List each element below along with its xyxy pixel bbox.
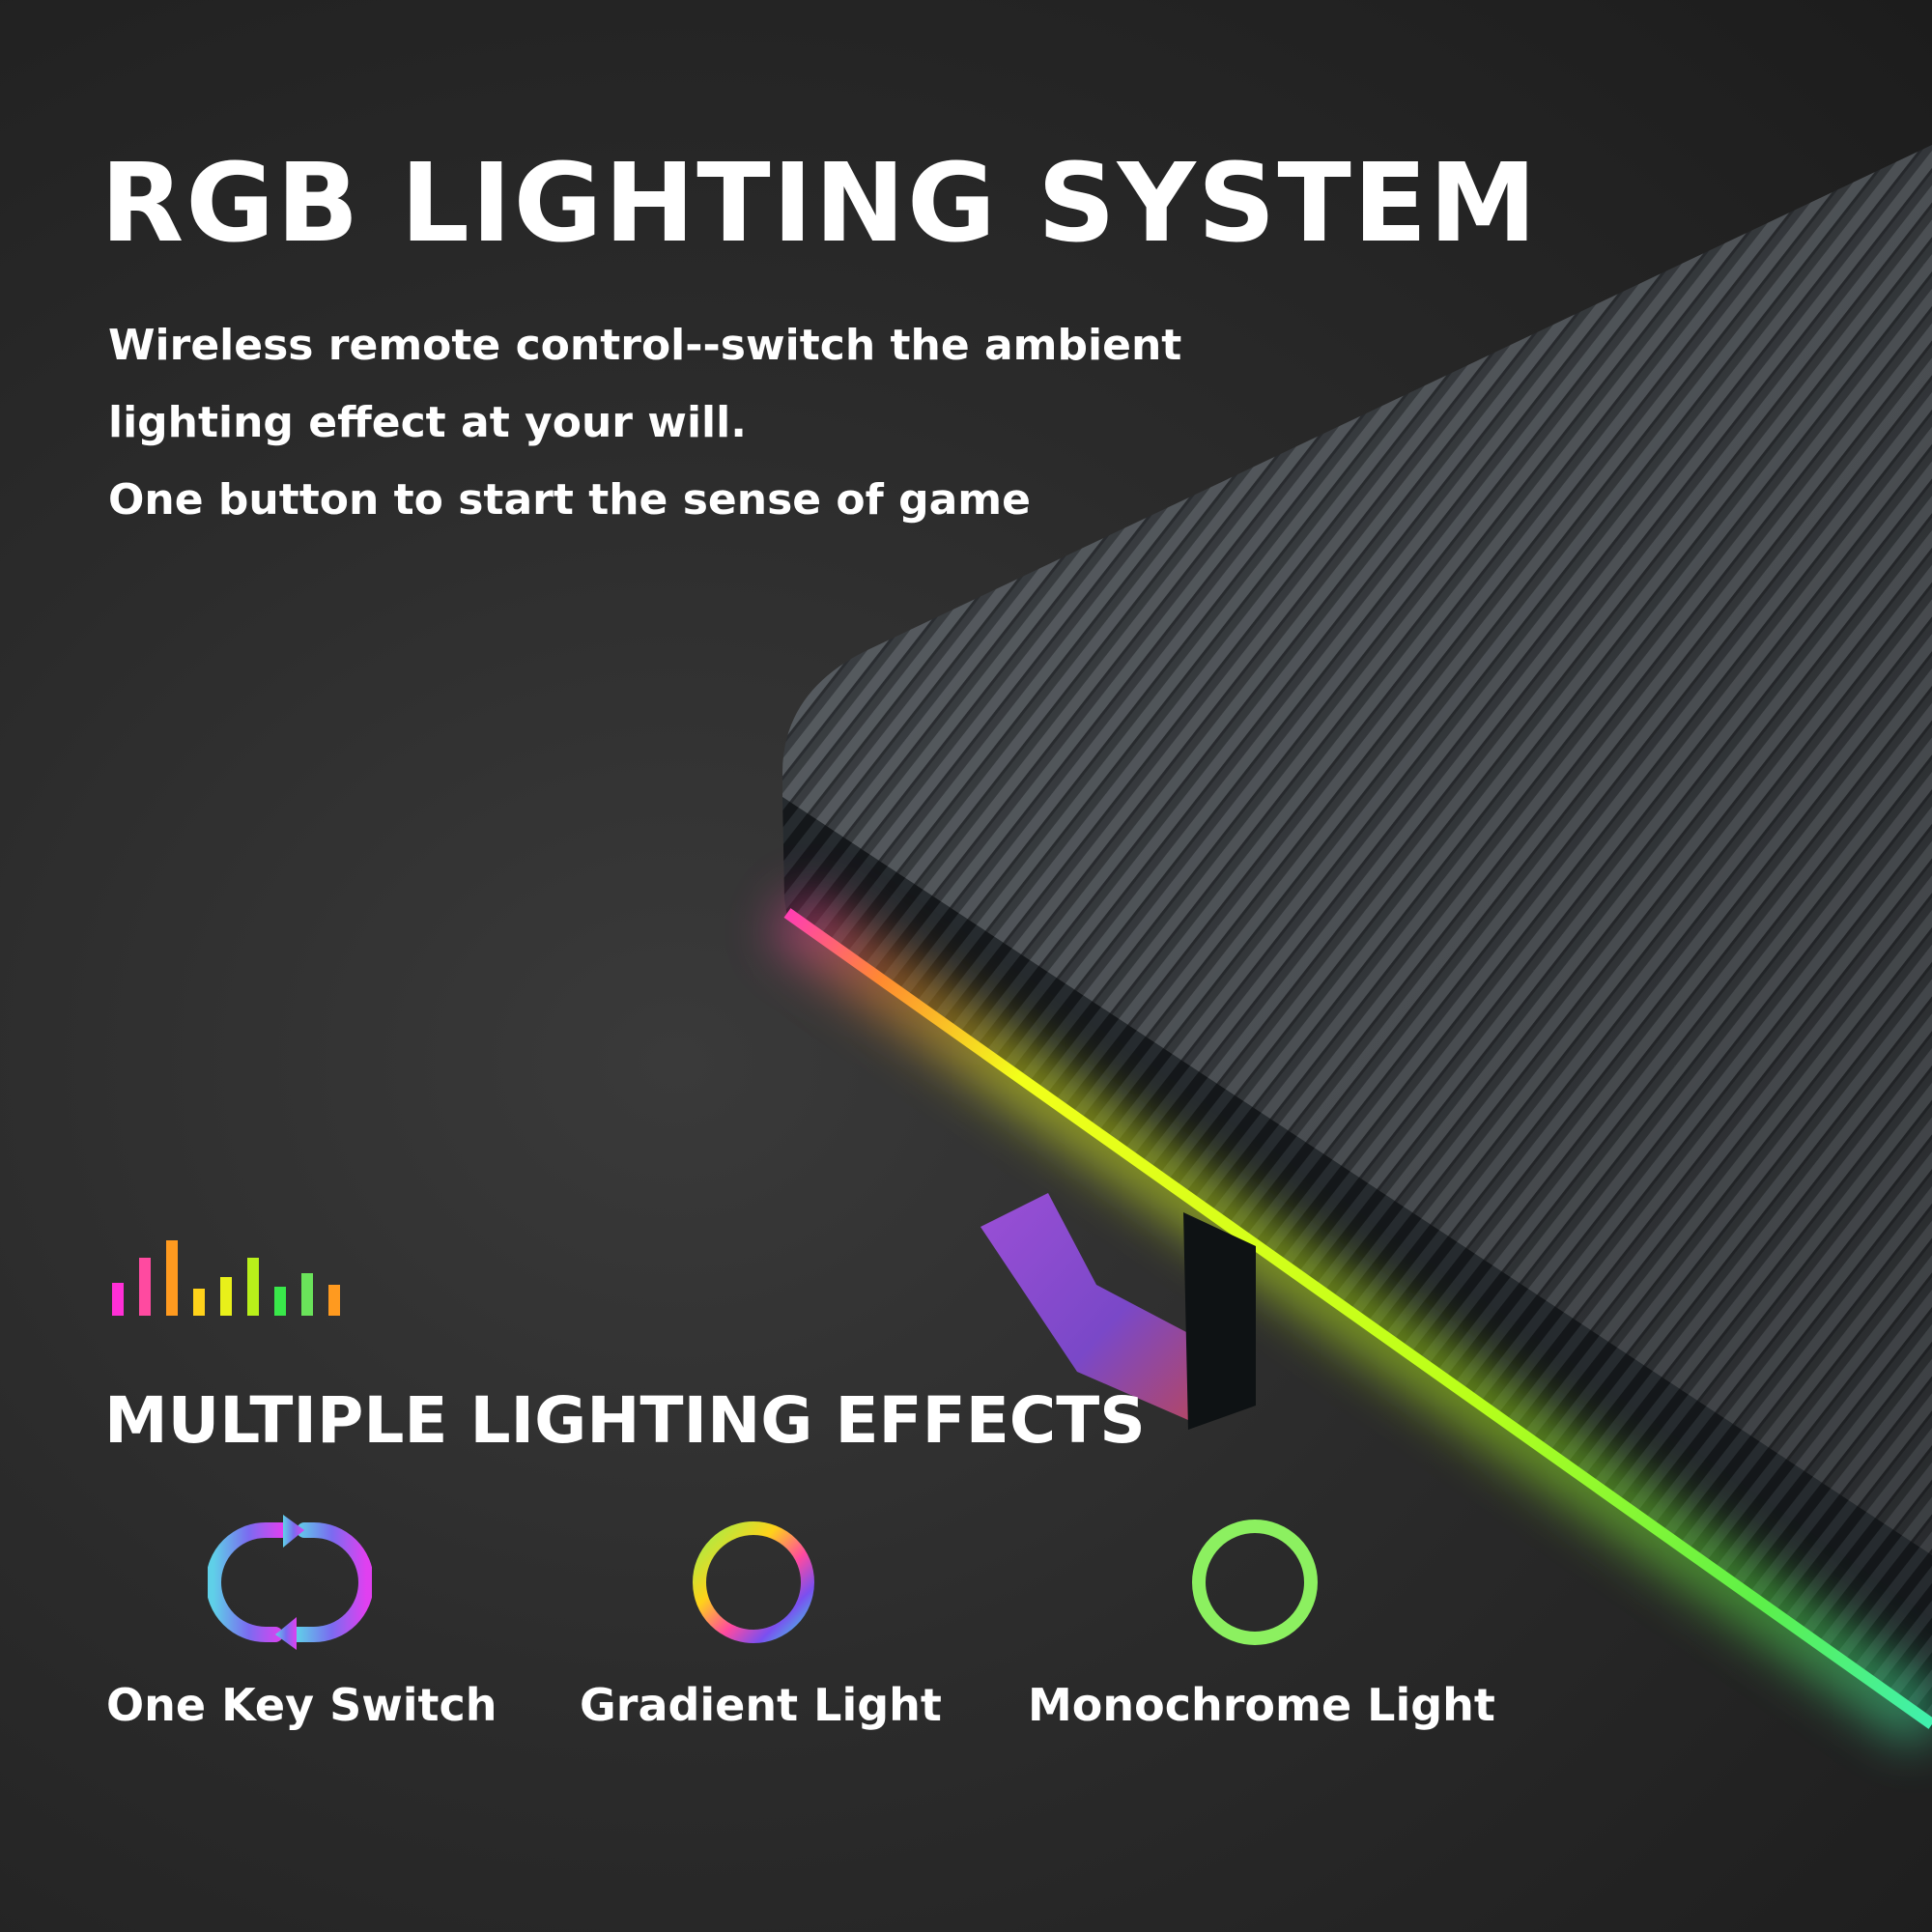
effect-label: Gradient Light [580,1679,942,1731]
equalizer-bar [112,1283,124,1316]
effect-monochrome-light: Monochrome Light [1028,1515,1495,1731]
equalizer-bar [274,1287,286,1316]
gradient-ring-icon [693,1521,814,1643]
green-ring-icon [1192,1520,1318,1645]
equalizer-bar [328,1285,340,1316]
description: Wireless remote control--switch the ambi… [108,307,1248,539]
cycle-arrows-icon [208,1515,372,1650]
section-title: MULTIPLE LIGHTING EFFECTS [104,1383,1146,1458]
equalizer-bar [247,1258,259,1316]
page-title: RGB LIGHTING SYSTEM [100,141,1539,267]
description-line: lighting effect at your will. [108,398,747,447]
description-line: Wireless remote control--switch the ambi… [108,321,1182,370]
effect-one-key-switch: One Key Switch [106,1515,497,1731]
effect-label: Monochrome Light [1028,1679,1495,1731]
equalizer-bar [220,1277,232,1316]
effect-label: One Key Switch [106,1679,497,1731]
equalizer-bar [139,1258,151,1316]
description-line: One button to start the sense of game [108,475,1031,525]
equalizer-bar [193,1289,205,1316]
equalizer-bar [301,1273,313,1316]
equalizer-icon [112,1240,340,1316]
equalizer-bar [166,1240,178,1316]
effect-gradient-light: Gradient Light [580,1515,942,1731]
